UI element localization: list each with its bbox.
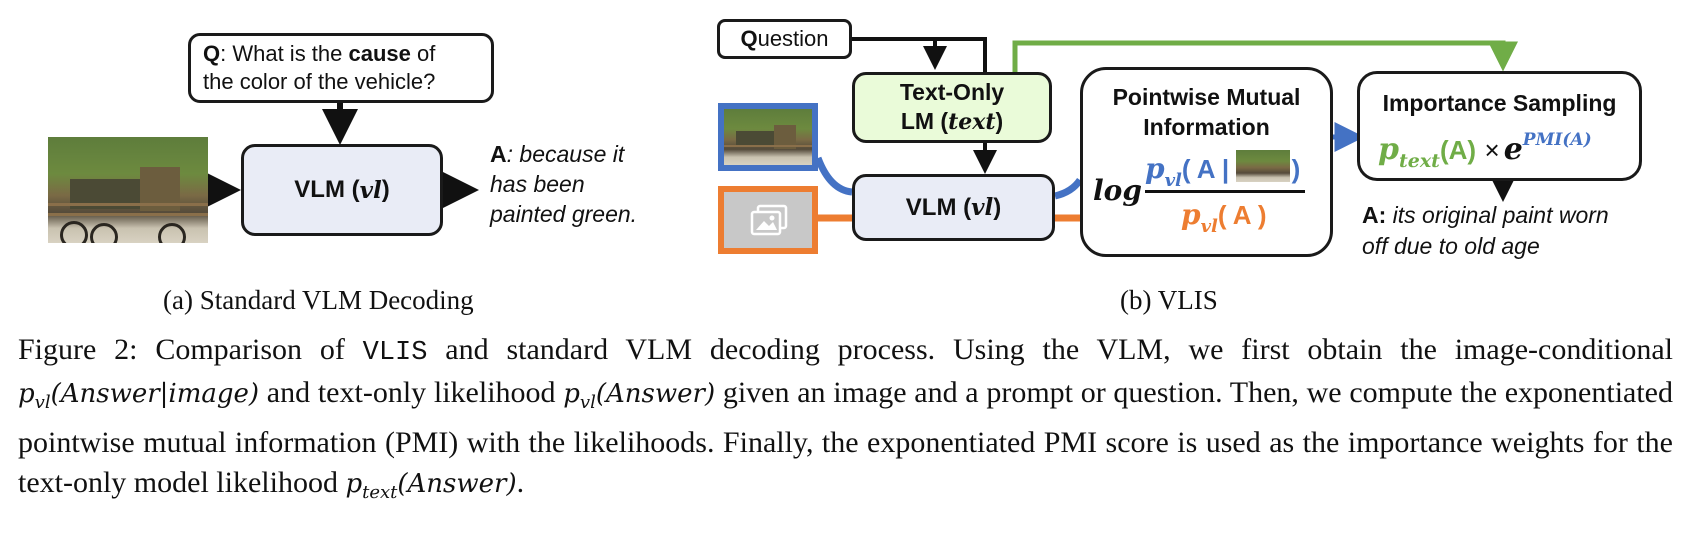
- answer-line-2-b: off due to old age: [1362, 233, 1540, 259]
- pmi-thumbnail-image: [1235, 150, 1290, 182]
- line-question-to-vlm: [935, 37, 987, 72]
- blank-image-frame-b: [718, 186, 818, 254]
- text-lm-line-2: LM (: [900, 108, 949, 134]
- pmi-numerator: pvl( A | ): [1145, 150, 1300, 191]
- pmi-num-sub: vl: [1164, 170, 1182, 191]
- vlm-var-b: vl: [971, 194, 994, 221]
- question-line-2: the color of the vehicle?: [203, 69, 436, 94]
- caption-s3: given an image and a prompt or question.…: [18, 376, 1674, 499]
- is-title: Importance Sampling: [1382, 90, 1617, 116]
- pmi-num-p: p: [1145, 152, 1165, 185]
- caption-m1-p: p: [18, 379, 35, 409]
- text-lm-close: ): [995, 108, 1004, 134]
- caption-vlis: VLIS: [362, 338, 428, 368]
- question-q-b: Q: [740, 26, 758, 51]
- answer-line-3-a: painted green.: [490, 201, 638, 227]
- pmi-fraction-bar: [1145, 190, 1305, 193]
- caption-m2-p: p: [563, 379, 580, 409]
- question-text-2: of: [410, 41, 436, 66]
- is-formula: ptext(A) ×ePMI(A): [1378, 130, 1592, 172]
- figure-caption: Figure 2: Comparison of VLIS and standar…: [18, 330, 1673, 513]
- pmi-title-line-2: Information: [1143, 114, 1270, 140]
- caption-m1-rest: (Answer|image): [50, 379, 260, 409]
- caption-b: (b) VLIS: [1120, 285, 1218, 315]
- question-prefix: Q: [203, 41, 221, 66]
- is-a: (A): [1439, 135, 1477, 165]
- is-p: p: [1378, 132, 1399, 167]
- arrow-text-lm-to-importance-sampling: [1012, 40, 1518, 72]
- question-box-a: Q: What is the cause of the color of the…: [188, 33, 494, 103]
- question-bold-word: cause: [348, 41, 411, 66]
- pmi-box: Pointwise Mutual Information log pvl( A …: [1080, 67, 1333, 257]
- input-image-frame-b: [718, 103, 818, 171]
- line-image-to-vlm: [814, 156, 853, 196]
- pmi-title: Pointwise Mutual Information: [1083, 82, 1330, 142]
- caption-m2-sub: vl: [579, 392, 596, 413]
- caption-label: Figure 2: Comparison of: [18, 333, 363, 366]
- connector-layer: [205, 37, 1518, 222]
- pmi-num-close: ): [1291, 154, 1301, 184]
- vlm-close-a: ): [381, 176, 390, 203]
- pmi-den-a: ( A ): [1217, 200, 1267, 230]
- answer-line-1-a: : because it: [506, 141, 625, 167]
- vehicle-image-b: [724, 109, 812, 165]
- caption-s4: .: [516, 466, 525, 499]
- pmi-num-a: ( A |: [1181, 154, 1230, 184]
- text-only-lm-box: Text-Only LM (text): [852, 72, 1052, 143]
- vlm-label-a: VLM (: [294, 176, 360, 203]
- caption-m3-p: p: [345, 469, 363, 499]
- is-exp: PMI(A): [1522, 130, 1592, 150]
- pmi-denominator: pvl( A ): [1181, 198, 1267, 237]
- question-text-1: : What is the: [220, 41, 349, 66]
- caption-m2-rest: (Answer): [595, 379, 716, 409]
- answer-line-2-a: has been: [490, 171, 585, 197]
- caption-m1-sub: vl: [34, 392, 51, 413]
- text-lm-var: text: [948, 109, 996, 135]
- vlm-box-a: VLM (vl): [241, 144, 443, 236]
- vlm-label-b: VLM (: [905, 193, 972, 221]
- vlm-box-b: VLM (vl): [852, 174, 1055, 241]
- pmi-den-p: p: [1181, 198, 1201, 231]
- text-lm-line-1: Text-Only: [899, 79, 1005, 105]
- pmi-title-line-1: Pointwise Mutual: [1112, 84, 1301, 110]
- vehicle-image-a: [48, 137, 208, 243]
- answer-prefix-a: A: [490, 141, 507, 167]
- caption-a: (a) Standard VLM Decoding: [163, 285, 474, 315]
- answer-b: A: its original paint worn off due to ol…: [1362, 200, 1609, 262]
- is-times: ×: [1484, 135, 1500, 165]
- vlm-var-a: vl: [359, 176, 382, 204]
- line-vlm-to-pmi-conditional: [1054, 177, 1083, 200]
- answer-prefix-b: A:: [1362, 202, 1387, 228]
- is-e: e: [1503, 132, 1523, 167]
- question-rest-b: uestion: [757, 26, 829, 51]
- caption-s1: and standard VLM decoding process. Using…: [427, 333, 1673, 366]
- pmi-den-sub: vl: [1200, 216, 1218, 237]
- arrow-question-to-text-lm: [852, 37, 947, 70]
- pmi-log: log: [1093, 174, 1142, 207]
- answer-line-1-b: its original paint worn: [1392, 202, 1609, 228]
- caption-m3-sub: text: [362, 482, 398, 503]
- vlm-close-b: ): [993, 193, 1002, 221]
- importance-sampling-box: Importance Sampling ptext(A) ×ePMI(A): [1357, 71, 1642, 181]
- image-placeholder-icon: [750, 204, 788, 236]
- is-sub: text: [1398, 150, 1440, 172]
- caption-s2: and text-only likelihood: [259, 376, 564, 409]
- answer-a: A: because it has been painted green.: [490, 139, 637, 229]
- caption-m3-rest: (Answer): [397, 469, 517, 499]
